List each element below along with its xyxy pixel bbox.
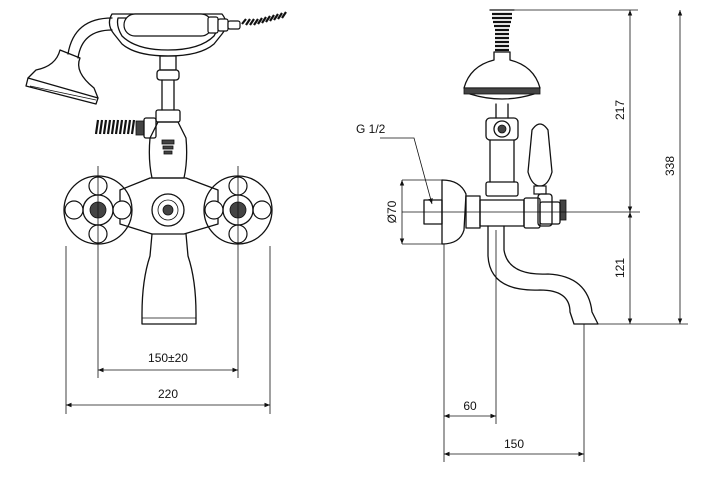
dim-lower-height: 121 — [613, 258, 627, 278]
thread-label: G 1/2 — [356, 122, 386, 136]
dim-upper-height: 217 — [613, 100, 627, 120]
hose-top-side — [489, 9, 515, 52]
handset-stem — [155, 55, 181, 123]
front-dimension-lines — [65, 166, 271, 414]
shower-head-front — [25, 17, 113, 105]
handset-cradle — [108, 13, 241, 57]
shower-head-side — [463, 51, 541, 100]
dim-spout-projection: 150 — [504, 437, 524, 451]
dim-total-height: 338 — [663, 156, 677, 176]
front-view: 150±20 220 — [25, 11, 287, 414]
hose-coil-top — [241, 11, 287, 26]
dim-overall-width: 220 — [158, 387, 178, 401]
side-stem — [485, 103, 519, 197]
dim-wall-to-axis: 60 — [463, 399, 477, 413]
diverter-body — [119, 121, 219, 235]
side-dimension-lines — [380, 9, 688, 462]
dim-flange-diameter: Ø70 — [385, 200, 399, 223]
center-nut — [151, 193, 185, 227]
side-view: G 1/2 Ø70 217 121 338 60 150 — [356, 9, 688, 462]
body-side — [465, 195, 561, 229]
lever-handle-side — [527, 123, 567, 227]
spout-front — [141, 233, 197, 325]
spout-side — [487, 225, 599, 325]
dim-center-distance: 150±20 — [148, 351, 188, 365]
hose-coil-left — [94, 117, 157, 139]
